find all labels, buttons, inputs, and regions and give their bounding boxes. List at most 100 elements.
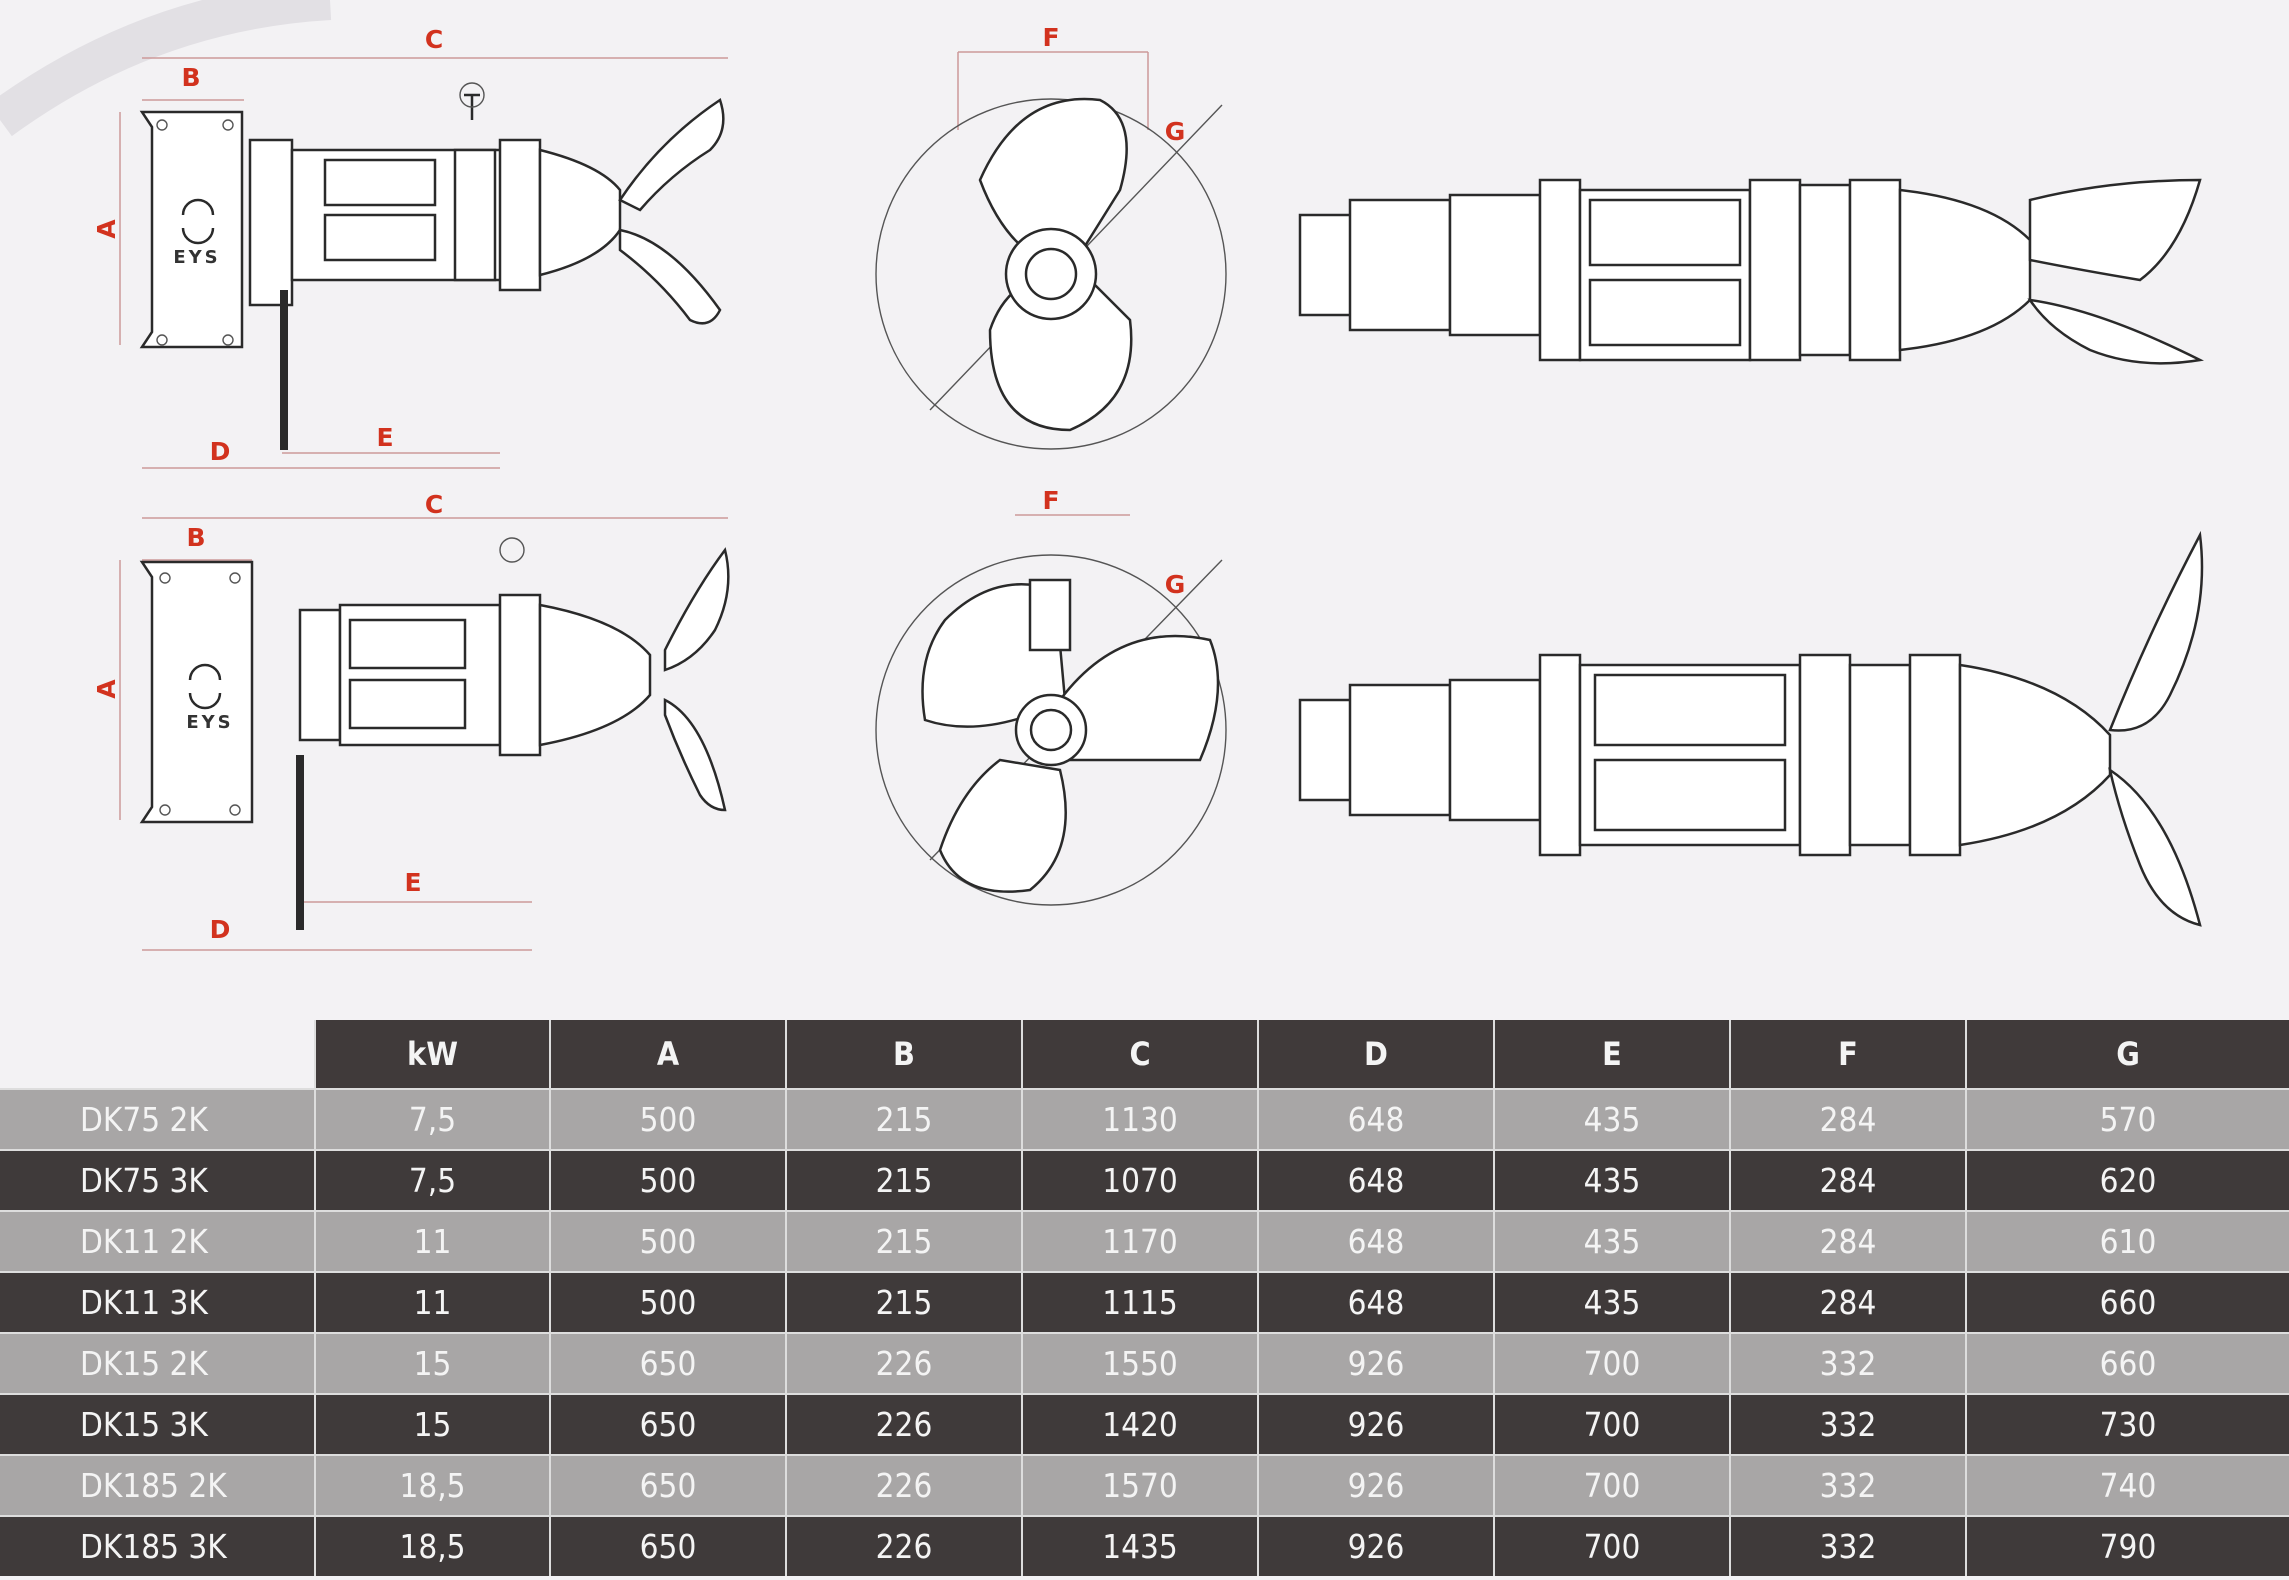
value-cell-g: 620: [1965, 1149, 2289, 1211]
value-cell-f: 284: [1729, 1271, 1966, 1333]
value-cell-e: 700: [1493, 1454, 1730, 1516]
value-cell-d: 648: [1257, 1271, 1494, 1333]
value-cell-d: 648: [1257, 1088, 1494, 1150]
value-cell-a: 500: [549, 1088, 786, 1150]
model-name-cell: DK11 2K: [0, 1210, 315, 1272]
dimension-label-g: G: [1165, 570, 1186, 599]
table-header-row: kW A B C D E F G: [0, 1020, 2289, 1089]
value-cell-e: 435: [1493, 1210, 1730, 1272]
value-cell-e: 435: [1493, 1149, 1730, 1211]
dimension-label-d: D: [210, 437, 231, 466]
dimension-label-a: A: [92, 219, 121, 239]
dimension-label-c: C: [425, 25, 443, 54]
value-cell-b: 226: [785, 1515, 1022, 1576]
value-cell-g: 660: [1965, 1271, 2289, 1333]
header-blank: [0, 1020, 315, 1089]
value-cell-c: 1130: [1021, 1088, 1258, 1150]
model-name-cell: DK185 3K: [0, 1515, 315, 1576]
value-cell-b: 226: [785, 1332, 1022, 1394]
eys-logo-bottom: EYS: [186, 712, 233, 733]
dimension-label-e: E: [404, 868, 421, 897]
value-cell-f: 284: [1729, 1088, 1966, 1150]
value-cell-c: 1550: [1021, 1332, 1258, 1394]
value-cell-c: 1170: [1021, 1210, 1258, 1272]
value-cell-d: 648: [1257, 1149, 1494, 1211]
header-a: A: [549, 1020, 786, 1089]
dimension-label-d: D: [210, 915, 231, 944]
side-view-top: EYS B C A D E: [92, 25, 728, 469]
model-name-cell: DK75 2K: [0, 1088, 315, 1150]
value-cell-kw: 7,5: [314, 1149, 550, 1211]
value-cell-b: 226: [785, 1454, 1022, 1516]
value-cell-d: 926: [1257, 1393, 1494, 1455]
model-name-cell: DK75 3K: [0, 1149, 315, 1211]
value-cell-a: 650: [549, 1454, 786, 1516]
plan-view-top: [1298, 178, 2204, 365]
value-cell-f: 284: [1729, 1149, 1966, 1211]
value-cell-f: 332: [1729, 1332, 1966, 1394]
value-cell-c: 1570: [1021, 1454, 1258, 1516]
value-cell-b: 215: [785, 1088, 1022, 1150]
value-cell-kw: 15: [314, 1332, 550, 1394]
model-name-cell: DK15 3K: [0, 1393, 315, 1455]
value-cell-kw: 11: [314, 1210, 550, 1272]
value-cell-c: 1070: [1021, 1149, 1258, 1211]
value-cell-a: 650: [549, 1332, 786, 1394]
value-cell-g: 660: [1965, 1332, 2289, 1394]
dimension-label-a: A: [92, 679, 121, 699]
value-cell-kw: 11: [314, 1271, 550, 1333]
value-cell-b: 215: [785, 1271, 1022, 1333]
front-view-top: F G: [875, 23, 1227, 450]
value-cell-f: 332: [1729, 1515, 1966, 1576]
value-cell-b: 215: [785, 1210, 1022, 1272]
model-name-cell: DK185 2K: [0, 1454, 315, 1516]
header-e: E: [1493, 1020, 1730, 1089]
value-cell-e: 435: [1493, 1271, 1730, 1333]
value-cell-g: 610: [1965, 1210, 2289, 1272]
value-cell-a: 650: [549, 1393, 786, 1455]
value-cell-b: 215: [785, 1149, 1022, 1211]
value-cell-a: 500: [549, 1149, 786, 1211]
value-cell-c: 1115: [1021, 1271, 1258, 1333]
background-arc: [0, 0, 332, 137]
header-kw: kW: [314, 1020, 550, 1089]
value-cell-a: 500: [549, 1210, 786, 1272]
eys-logo: EYS: [173, 247, 220, 268]
front-view-bottom: F G: [875, 486, 1227, 906]
value-cell-d: 926: [1257, 1515, 1494, 1576]
value-cell-e: 435: [1493, 1088, 1730, 1150]
model-name-cell: DK11 3K: [0, 1271, 315, 1333]
dimension-label-b: B: [186, 523, 205, 552]
value-cell-e: 700: [1493, 1393, 1730, 1455]
value-cell-c: 1420: [1021, 1393, 1258, 1455]
value-cell-b: 226: [785, 1393, 1022, 1455]
value-cell-a: 650: [549, 1515, 786, 1576]
value-cell-kw: 7,5: [314, 1088, 550, 1150]
value-cell-g: 570: [1965, 1088, 2289, 1150]
value-cell-d: 926: [1257, 1332, 1494, 1394]
plan-view-bottom: [1298, 530, 2204, 927]
value-cell-kw: 18,5: [314, 1515, 550, 1576]
value-cell-e: 700: [1493, 1515, 1730, 1576]
dimension-label-f: F: [1042, 23, 1059, 52]
value-cell-g: 730: [1965, 1393, 2289, 1455]
value-cell-d: 648: [1257, 1210, 1494, 1272]
header-f: F: [1729, 1020, 1966, 1089]
technical-drawings: EYS B C A D E EYS B: [0, 0, 2204, 951]
header-d: D: [1257, 1020, 1494, 1089]
dimension-label-g: G: [1165, 117, 1186, 146]
value-cell-kw: 15: [314, 1393, 550, 1455]
header-g: G: [1965, 1020, 2289, 1089]
header-c: C: [1021, 1020, 1258, 1089]
dimension-label-c: C: [425, 490, 443, 519]
header-b: B: [785, 1020, 1022, 1089]
